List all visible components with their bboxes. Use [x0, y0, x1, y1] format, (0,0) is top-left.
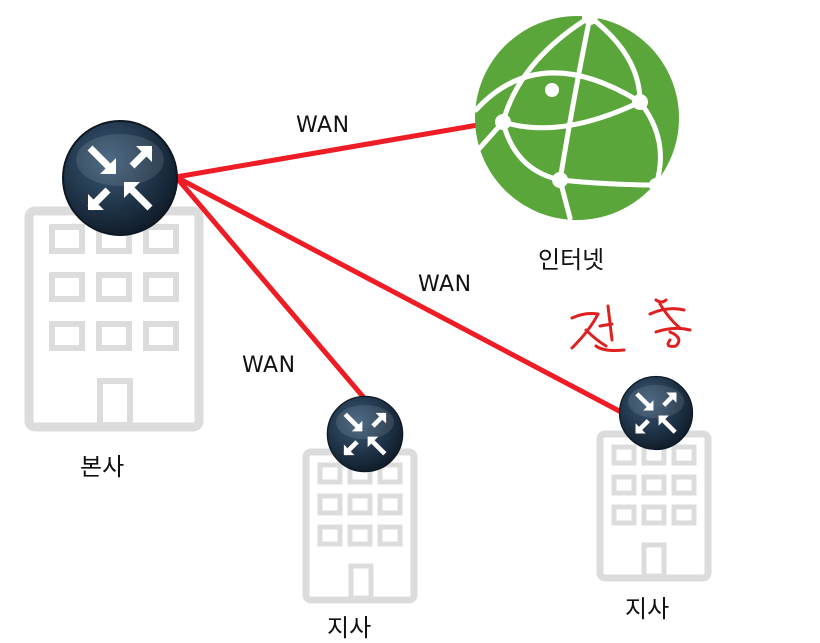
branch-label-right: 지사: [625, 595, 670, 623]
branch-router-icon: [326, 395, 404, 473]
wan-label-branch-right: WAN: [418, 272, 472, 297]
hq-label: 본사: [80, 453, 125, 481]
handwritten-annotation: [570, 298, 692, 352]
internet-label: 인터넷: [538, 246, 605, 274]
hq-router-icon: [62, 120, 178, 236]
branch-router-icon: [618, 375, 694, 451]
wan-link-internet-globe: [173, 122, 481, 180]
wan-label-branch-middle: WAN: [242, 353, 296, 378]
branch-building-icon: [302, 448, 418, 604]
wan-links: [173, 122, 626, 416]
wan-link-router-branch-2: [173, 174, 626, 416]
wan-link-router-branch-1: [173, 174, 368, 402]
branch-label-middle: 지사: [327, 614, 372, 642]
wan-label-internet: WAN: [296, 113, 350, 138]
internet-globe-icon: [473, 9, 679, 221]
branch-building-icon: [596, 430, 712, 582]
hq-building-icon: [24, 206, 204, 432]
